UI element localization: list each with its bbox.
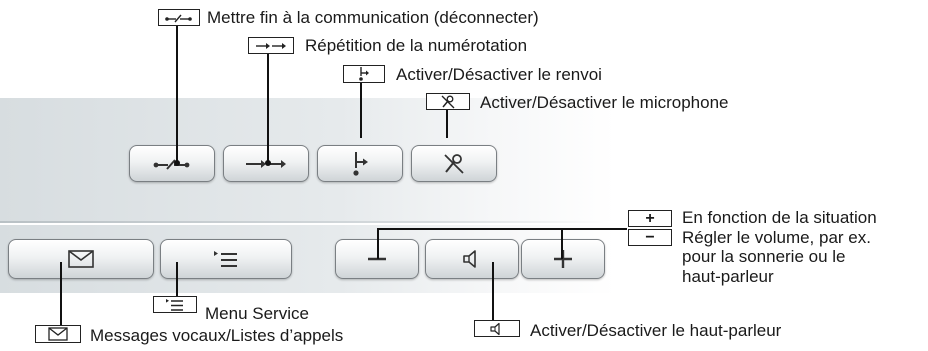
mute-label: Activer/Désactiver le microphone (480, 93, 729, 112)
service-menu-label: Menu Service (205, 304, 309, 323)
mute-callout-line (446, 108, 448, 138)
voicemail-label: Messages vocaux/Listes d’appels (90, 326, 344, 345)
disconnect-callout-line (176, 24, 178, 163)
volume-situation-label: En fonction de la situation (682, 208, 877, 227)
forwarding-callout-line (360, 80, 362, 138)
volume-up-callout-line (561, 229, 563, 259)
volume-description: En fonction de la situation Régler le vo… (682, 208, 922, 286)
redial-label: Répétition de la numérotation (305, 36, 528, 55)
speaker-icon (463, 250, 476, 268)
speaker-mini-key (474, 320, 520, 337)
service-menu-key[interactable] (160, 239, 292, 279)
service-menu-callout-line (176, 262, 178, 296)
disconnect-label: Mettre fin à la communication (déconnect… (207, 8, 539, 27)
panel-divider (0, 221, 610, 223)
volume-up-key[interactable] (521, 239, 605, 279)
speaker-icon (490, 322, 500, 335)
minus-mini-key: − (628, 229, 672, 246)
forwarding-key[interactable] (317, 145, 403, 182)
voicemail-callout-line (60, 262, 62, 326)
volume-down-callout-line (377, 229, 379, 259)
redial-mini-key (248, 37, 294, 54)
plus-mini-key: + (628, 210, 672, 227)
disconnect-mini-key (158, 9, 200, 26)
envelope-icon (48, 327, 68, 341)
volume-bracket-line (377, 228, 627, 230)
forwarding-mini-key (343, 65, 385, 83)
speaker-callout-line (492, 262, 494, 320)
redial-icon (246, 159, 286, 168)
disconnect-icon (165, 14, 192, 22)
minus-symbol: − (645, 228, 655, 246)
envelope-icon (68, 250, 94, 268)
volume-desc-line-2: pour la sonnerie ou le (682, 247, 846, 266)
speaker-key[interactable] (425, 239, 519, 279)
service-menu-icon (166, 298, 183, 311)
volume-desc-line-1: Régler le volume, par ex. (682, 227, 871, 247)
forwarding-icon (353, 151, 368, 176)
mute-mini-key (426, 93, 470, 110)
redial-icon (256, 42, 286, 49)
mute-key[interactable] (411, 145, 497, 182)
minus-icon (368, 257, 386, 261)
voicemail-key[interactable] (8, 239, 154, 279)
disconnect-icon (153, 158, 190, 170)
redial-callout-dot (265, 160, 271, 166)
disconnect-key[interactable] (129, 145, 215, 182)
redial-callout-line (267, 52, 269, 163)
forwarding-label: Activer/Désactiver le renvoi (396, 65, 602, 84)
mute-icon (441, 95, 455, 108)
service-menu-mini-key (153, 296, 197, 313)
plus-symbol: + (645, 209, 655, 227)
service-menu-icon (214, 251, 237, 267)
plus-icon (554, 250, 572, 268)
disconnect-callout-dot (174, 160, 180, 166)
volume-desc-line-3: haut-parleur (682, 266, 774, 286)
speaker-label: Activer/Désactiver le haut-parleur (530, 321, 782, 340)
forwarding-icon (359, 67, 369, 81)
voicemail-mini-key (35, 325, 81, 343)
mute-icon (444, 153, 464, 174)
